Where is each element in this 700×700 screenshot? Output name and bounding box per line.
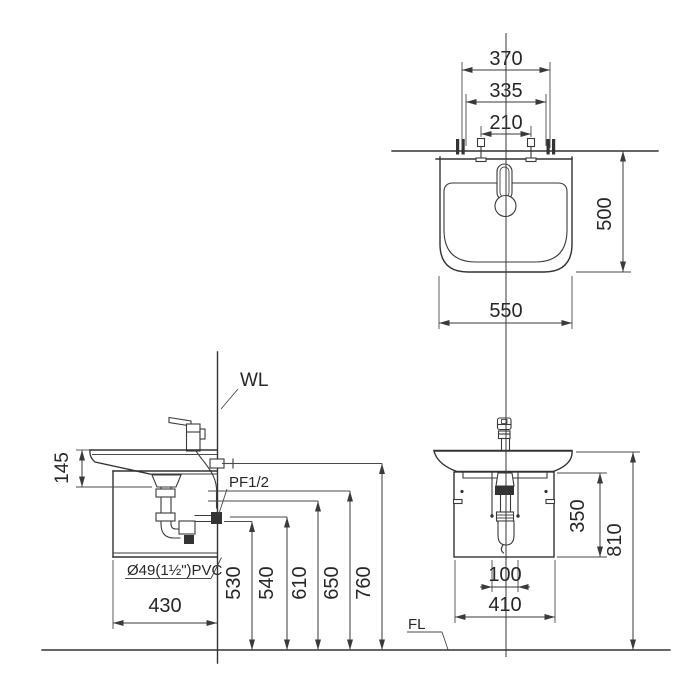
dim-610-label: 610 [289, 566, 311, 599]
dim-430-label: 430 [148, 595, 181, 617]
supply-label: PF1/2 [229, 474, 269, 491]
supply-tails [490, 472, 520, 518]
front-view: 350 810 100 410 FL [407, 417, 640, 650]
faucet-plan [496, 163, 513, 201]
top-view: 370 335 210 500 550 [391, 48, 659, 329]
dim-530-label: 530 [223, 566, 245, 599]
wl-leader [220, 388, 239, 410]
floor-line-label: FL [408, 616, 426, 633]
dim-540-label: 540 [256, 566, 278, 599]
cabinet-dot-right [544, 489, 548, 494]
drain-trap-side [151, 474, 222, 544]
faucet-front [496, 417, 512, 452]
water-line-label: WL [240, 370, 269, 391]
dim-500-label: 500 [594, 197, 616, 230]
dim-650-label: 650 [321, 566, 343, 599]
wall-bracket-marks [456, 139, 556, 155]
faucet-side [168, 416, 206, 452]
cabinet-dot-left [460, 489, 464, 494]
basin-underside [89, 449, 151, 475]
basin-front [433, 450, 573, 473]
dim-810-label: 810 [604, 523, 626, 556]
hanger-bolt-left [475, 137, 487, 163]
cabinet-handle-right [545, 498, 556, 505]
cabinet-side [112, 470, 218, 558]
basin-bowl-outline [443, 182, 568, 263]
dim-760-label: 760 [353, 566, 375, 599]
dim-145-label: 145 [52, 452, 73, 484]
cabinet-handle-left [452, 498, 463, 505]
drain-trap-front [495, 472, 515, 554]
pvc-leader [210, 557, 222, 579]
fl-leader [441, 631, 449, 650]
cabinet-front [452, 471, 556, 558]
side-view: WL [52, 351, 385, 664]
dim-100-label: 100 [488, 564, 521, 586]
dim-350-label: 350 [567, 499, 589, 532]
pf-leader [218, 488, 228, 516]
wall-drain-connector [211, 512, 222, 524]
hanger-bolt-right [525, 137, 537, 163]
dim-410-label: 410 [488, 594, 521, 616]
drain-pipe-label: Ø49(1½")PVC [127, 562, 223, 579]
